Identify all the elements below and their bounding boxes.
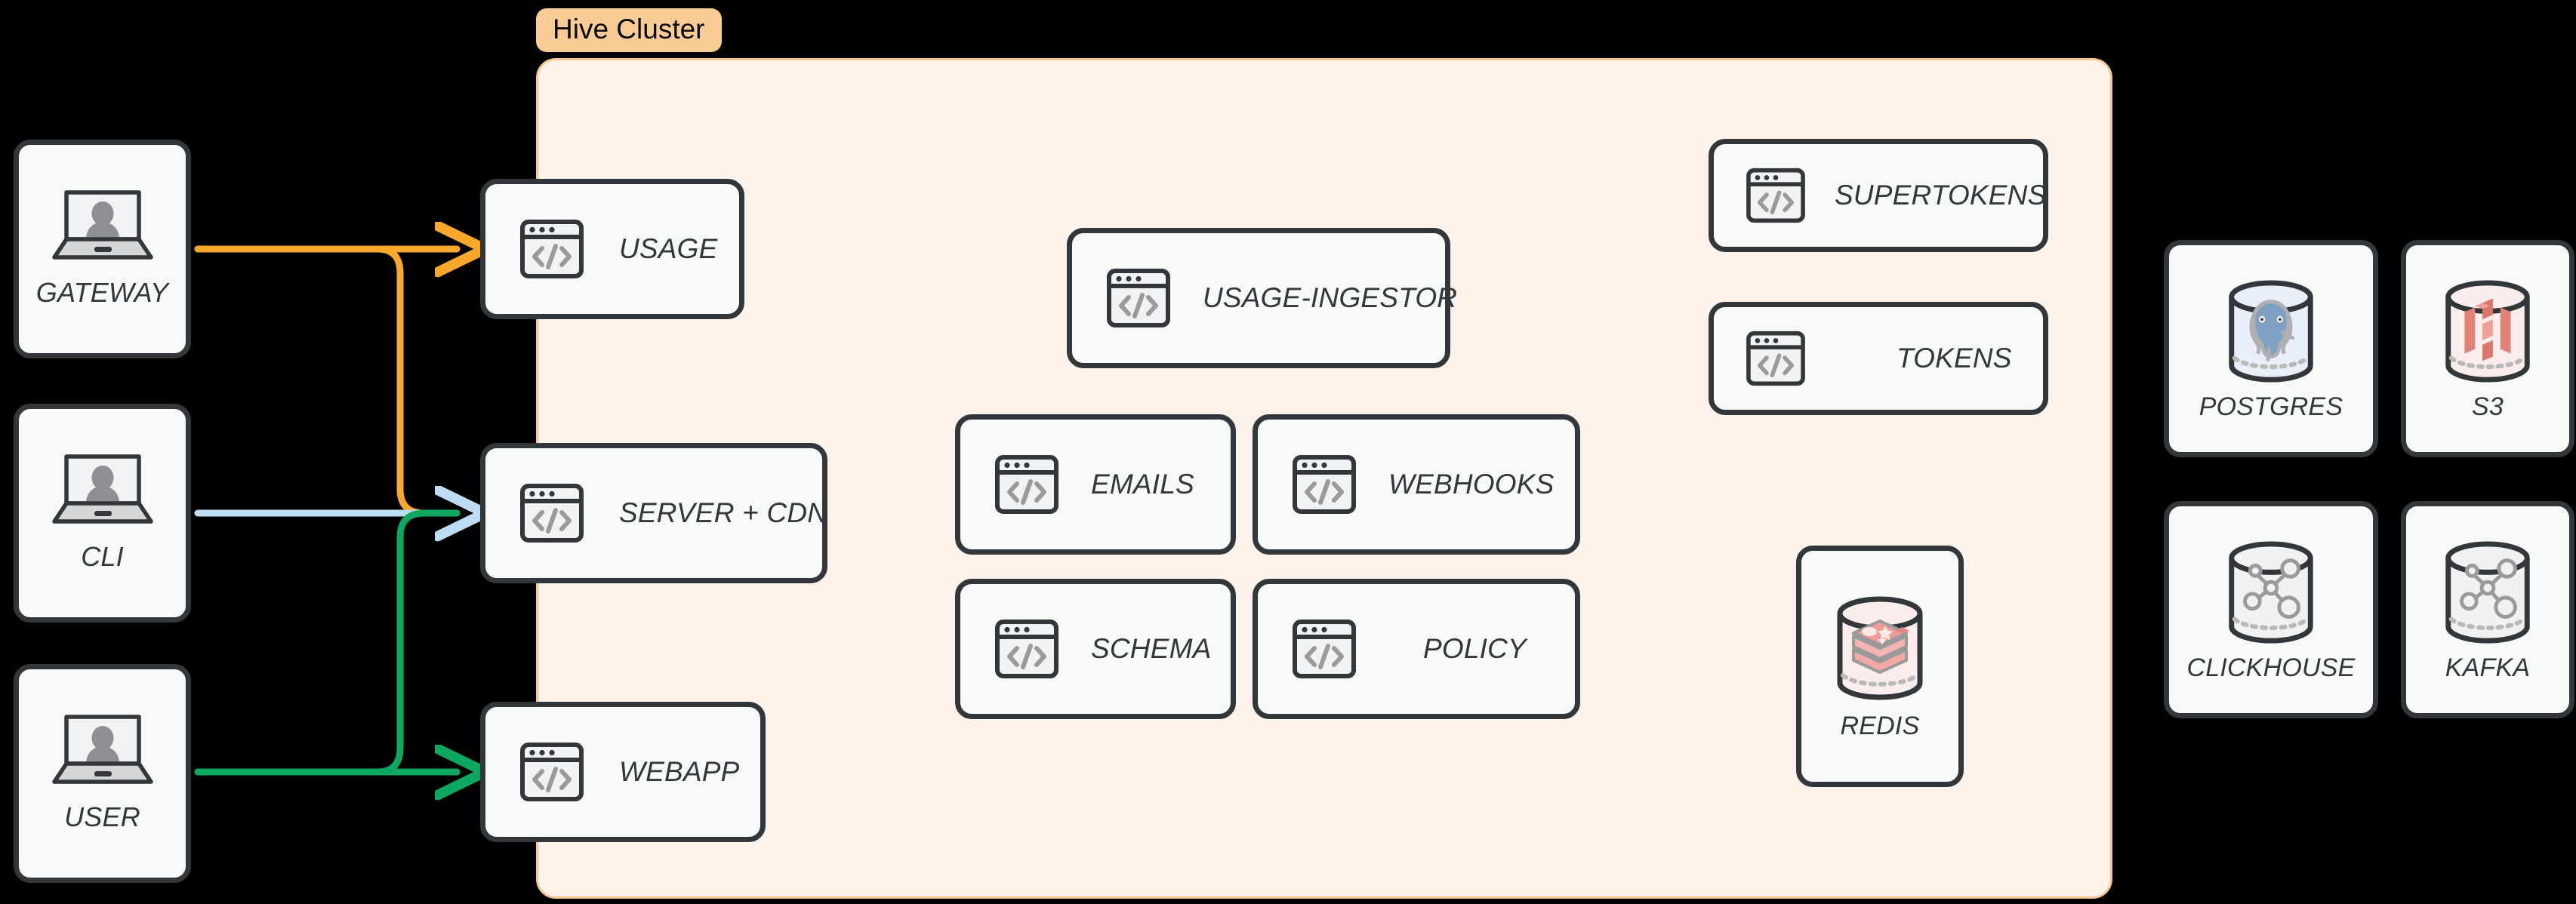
store-node-postgres[interactable]: POSTGRES xyxy=(2164,240,2378,457)
client-node-gateway[interactable]: GATEWAY xyxy=(14,140,191,358)
service-node-tokens[interactable]: TOKENS xyxy=(1709,302,2048,415)
kafka-database-icon xyxy=(2435,537,2541,647)
s3-database-icon xyxy=(2435,276,2541,386)
store-node-kafka[interactable]: KAFKA xyxy=(2401,501,2574,718)
code-window-icon xyxy=(994,619,1059,679)
service-node-webapp[interactable]: WEBAPP xyxy=(480,702,766,842)
code-window-icon xyxy=(519,742,584,802)
client-label: USER xyxy=(64,801,140,832)
clickhouse-database-icon xyxy=(2218,537,2324,647)
code-window-icon xyxy=(1292,454,1357,515)
service-node-webhooks[interactable]: WEBHOOKS xyxy=(1253,414,1580,555)
code-window-icon xyxy=(994,454,1059,515)
service-label: USAGE-INGESTOR xyxy=(1203,282,1458,313)
store-node-redis[interactable]: REDIS xyxy=(1796,546,1964,787)
laptop-user-icon xyxy=(51,454,154,529)
code-window-icon xyxy=(1746,168,1806,223)
store-node-clickhouse[interactable]: CLICKHOUSE xyxy=(2164,501,2378,718)
service-label: USAGE xyxy=(619,233,718,264)
laptop-user-icon xyxy=(51,714,154,789)
service-label: TOKENS xyxy=(1897,343,2012,374)
code-window-icon xyxy=(519,483,584,543)
service-label: SERVER + CDN xyxy=(619,497,828,528)
store-label: REDIS xyxy=(1840,711,1920,740)
service-label: POLICY xyxy=(1423,633,1527,664)
redis-database-icon xyxy=(1826,592,1934,704)
service-node-emails[interactable]: EMAILS xyxy=(955,414,1236,555)
wire-user-to-server-cdn xyxy=(194,509,461,776)
client-node-cli[interactable]: CLI xyxy=(14,404,191,623)
service-label: WEBAPP xyxy=(619,756,740,787)
store-label: S3 xyxy=(2472,392,2504,421)
service-label: SUPERTOKENS xyxy=(1835,180,2047,211)
wire-gateway-to-server-cdn xyxy=(194,245,461,517)
client-node-user[interactable]: USER xyxy=(14,664,191,883)
store-label: KAFKA xyxy=(2445,653,2531,682)
code-window-icon xyxy=(1746,331,1806,386)
postgres-database-icon xyxy=(2218,276,2324,386)
service-node-schema[interactable]: SCHEMA xyxy=(955,579,1236,719)
service-node-server-cdn[interactable]: SERVER + CDN xyxy=(480,443,827,583)
store-label: POSTGRES xyxy=(2199,392,2343,421)
laptop-user-icon xyxy=(51,189,154,265)
service-label: SCHEMA xyxy=(1091,633,1212,664)
code-window-icon xyxy=(1292,619,1357,679)
client-label: CLI xyxy=(81,541,124,572)
store-node-s3[interactable]: S3 xyxy=(2401,240,2574,457)
code-window-icon xyxy=(1106,268,1171,328)
service-node-usage-ingestor[interactable]: USAGE-INGESTOR xyxy=(1067,228,1457,368)
service-label: WEBHOOKS xyxy=(1388,469,1555,500)
hive-cluster-badge: Hive Cluster xyxy=(536,8,722,52)
service-node-usage[interactable]: USAGE xyxy=(480,179,744,319)
store-label: CLICKHOUSE xyxy=(2186,653,2356,682)
code-window-icon xyxy=(519,219,584,279)
service-node-policy[interactable]: POLICY xyxy=(1253,579,1580,719)
service-node-supertokens[interactable]: SUPERTOKENS xyxy=(1709,139,2048,252)
client-label: GATEWAY xyxy=(35,277,169,308)
service-label: EMAILS xyxy=(1091,469,1194,500)
